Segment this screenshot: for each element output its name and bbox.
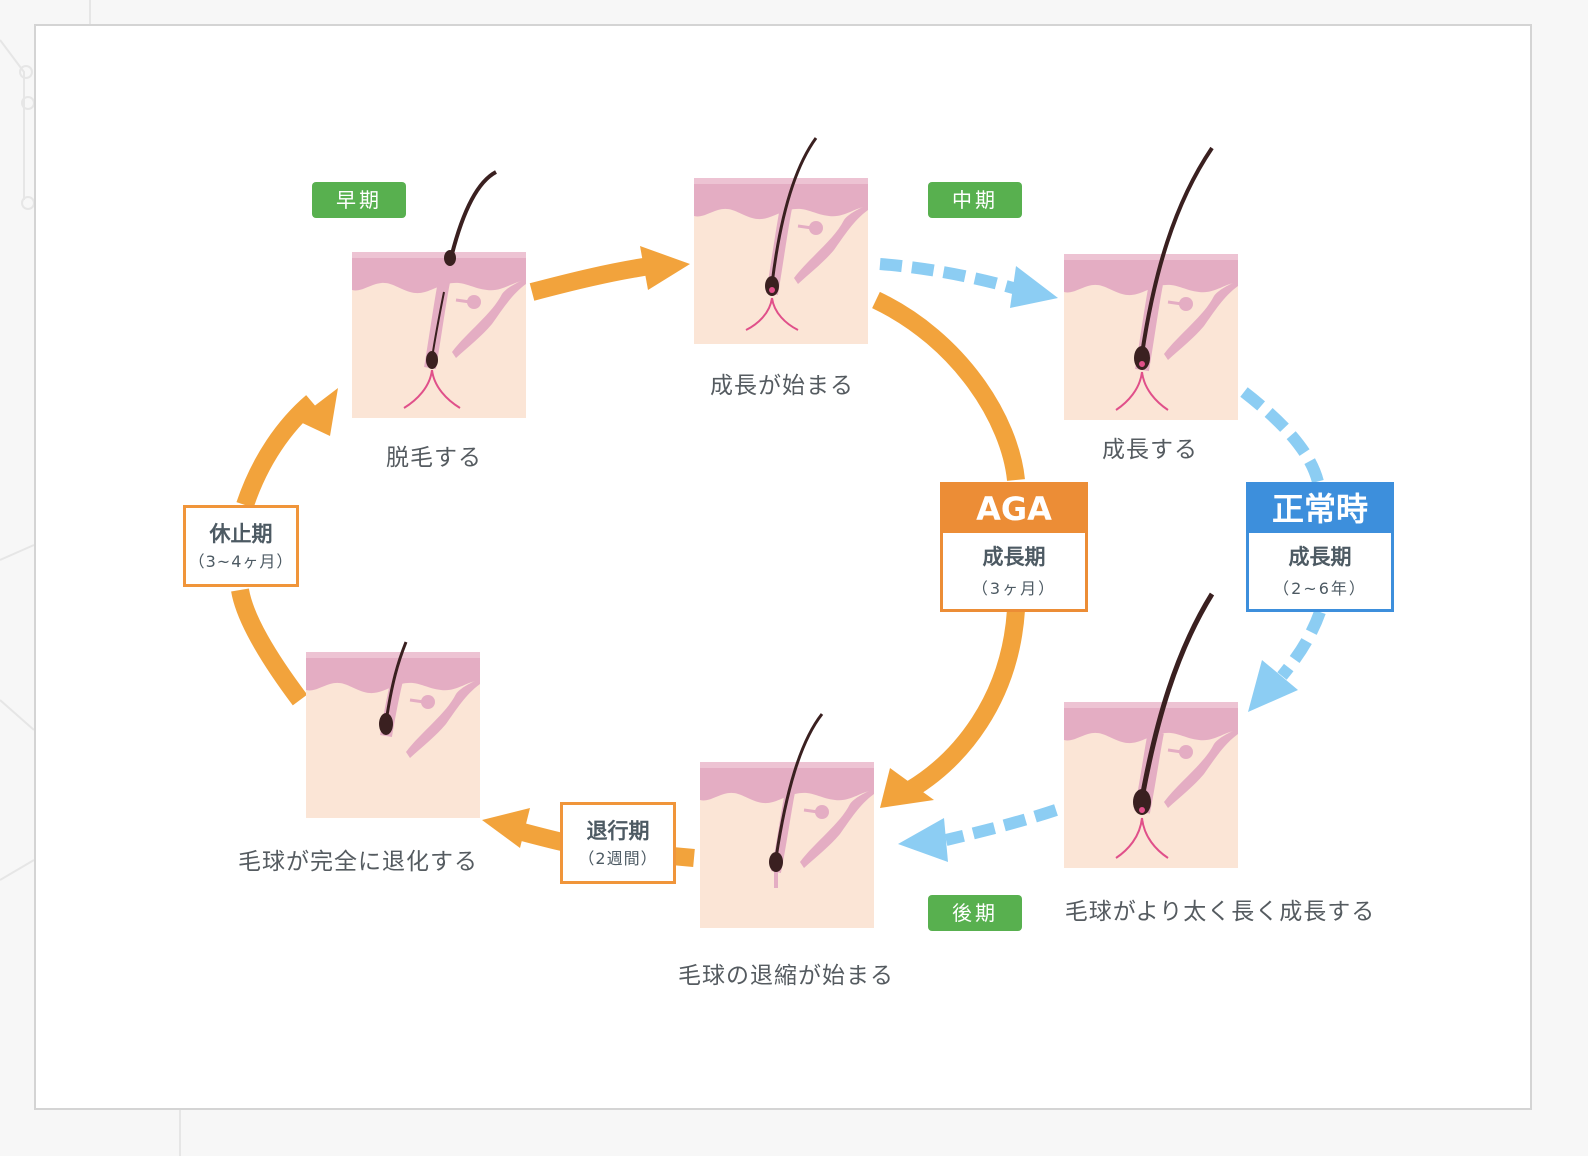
caption-regression-start: 毛球の退縮が始まる <box>678 963 894 989</box>
phase-badge-middle: 中期 <box>928 182 1022 218</box>
catagen-duration: （2週間） <box>578 849 658 868</box>
arrowhead <box>296 388 338 436</box>
stage-illustration-growth-start <box>692 137 870 346</box>
stage-illustration-regression-start <box>698 713 876 930</box>
catagen-label: 退行期 （2週間） <box>560 802 676 884</box>
arrowhead <box>1248 660 1298 712</box>
blue-arrow-heads <box>898 266 1298 862</box>
aga-title: 成長期 <box>982 545 1046 569</box>
caption-growth-start: 成長が始まる <box>710 373 854 399</box>
normal-growth-box: 正常時 成長期 （2~6年） <box>1246 482 1394 612</box>
stage-illustration-growing-thicker <box>1062 592 1240 870</box>
aga-header: AGA <box>943 485 1085 533</box>
arrowhead <box>880 768 934 808</box>
arrowhead <box>1010 266 1058 308</box>
stage-illustration-shedding <box>350 170 528 420</box>
telogen-title: 休止期 <box>209 522 273 546</box>
stage-illustration-regressed <box>304 641 482 820</box>
arrowhead <box>482 808 530 848</box>
stage-illustration-growing <box>1062 146 1240 422</box>
arrow-shedding-to-start <box>529 257 652 301</box>
telogen-label: 休止期 （3~4ヶ月） <box>183 505 299 587</box>
aga-growth-box: AGA 成長期 （3ヶ月） <box>940 482 1088 612</box>
arrow-telogen-to-shedding <box>236 395 318 508</box>
arrow-regressed-to-telogen <box>231 588 308 706</box>
normal-title: 成長期 <box>1288 545 1352 569</box>
normal-arrows <box>879 258 1326 846</box>
arrowhead <box>640 246 690 290</box>
aga-duration: （3ヶ月） <box>971 579 1057 598</box>
telogen-duration: （3~4ヶ月） <box>188 552 294 571</box>
normal-duration: （2~6年） <box>1273 579 1367 598</box>
caption-growing-thicker: 毛球がより太く長く成長する <box>1064 899 1376 925</box>
caption-growing: 成長する <box>1102 437 1198 463</box>
arrow-aga-growth <box>872 291 1025 798</box>
arrow-heads <box>296 246 934 848</box>
phase-badge-early: 早期 <box>312 182 406 218</box>
normal-header: 正常時 <box>1249 485 1391 533</box>
caption-regressed: 毛球が完全に退化する <box>238 849 478 875</box>
phase-badge-late: 後期 <box>928 895 1022 931</box>
caption-shedding: 脱毛する <box>386 445 482 471</box>
arrowhead <box>898 818 948 862</box>
catagen-title: 退行期 <box>586 819 650 843</box>
